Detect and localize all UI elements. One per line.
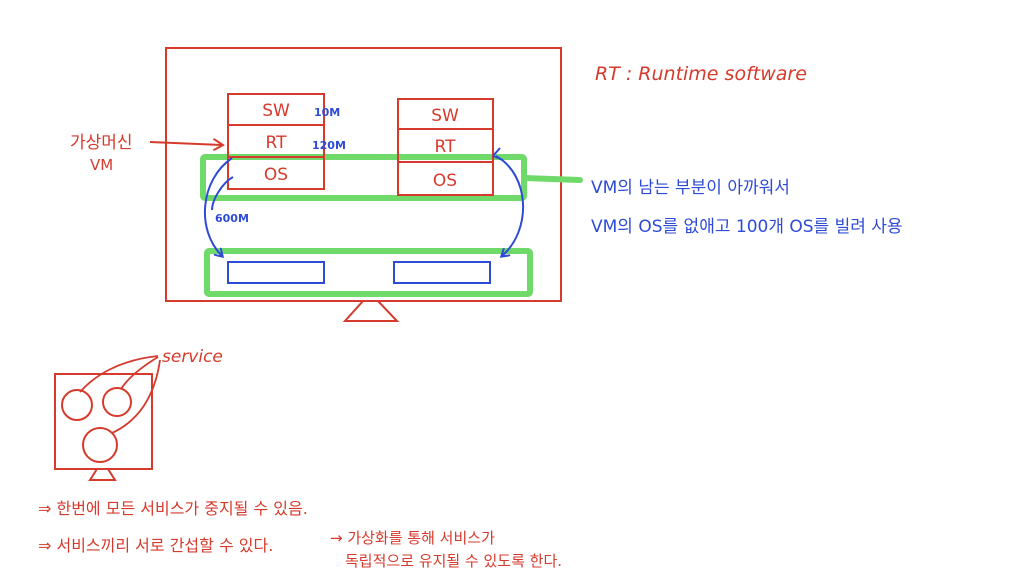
bottom-note-3: → 가상화를 통해 서비스가 [330, 529, 495, 547]
vm2-top-arrowhead [492, 147, 504, 161]
vm-korean-label: 가상머신 [70, 133, 133, 153]
vm2-os-box [397, 161, 494, 196]
vm1-sw-label: SW [262, 101, 290, 121]
vm-note-line1: VM의 남는 부분이 아까워서 [591, 178, 790, 198]
vm1-rt-label: RT [266, 133, 288, 153]
rt-definition: RT : Runtime software [595, 63, 807, 85]
bottom-note-2: ⇒ 서비스끼리 서로 간섭할 수 있다. [38, 536, 273, 555]
vm2-os-to-host-arrow [495, 155, 524, 256]
service-label: service [162, 347, 223, 367]
bottom-note-1: ⇒ 한번에 모든 서비스가 중지될 수 있음. [38, 499, 308, 518]
server-box [54, 373, 153, 470]
green-os-band [200, 154, 527, 201]
vm1-os-to-host-arrow [203, 157, 233, 256]
vm1-os-label: OS [264, 165, 288, 185]
vm-label: VM [90, 156, 113, 174]
os-size-label: 600M [215, 212, 249, 225]
vm2-rt-label: RT [435, 137, 457, 157]
bottom-note-4: 독립적으로 유지될 수 있도록 한다. [345, 552, 562, 570]
vm1-os-arrowhead-top [211, 176, 234, 211]
green-host-band [204, 248, 533, 297]
server-stand [88, 468, 117, 481]
vm-note-line2: VM의 OS를 없애고 100개 OS를 빌려 사용 [591, 217, 903, 237]
vm2-os-label: OS [433, 171, 457, 191]
monitor-frame [165, 47, 562, 302]
sw-size-label: 10M [314, 106, 340, 119]
green-connector [521, 175, 583, 183]
monitor-stand [342, 300, 400, 322]
host-slot-2 [393, 261, 491, 284]
service-circle-2 [102, 387, 132, 417]
service-pointer-3 [111, 359, 161, 434]
vm1-os-box [227, 156, 325, 190]
vm2-sw-label: SW [431, 106, 459, 126]
service-circle-1 [61, 389, 93, 421]
vm2-stack: SW RT OS [397, 98, 494, 196]
vm1-stack: SW RT OS [227, 93, 325, 190]
host-slot-1 [227, 261, 325, 284]
service-circle-3 [82, 427, 118, 463]
service-pointer-1 [79, 355, 159, 393]
rt-size-label: 120M [312, 139, 346, 152]
vm-pointer-arrow [149, 142, 222, 145]
service-pointer-2 [120, 356, 159, 390]
